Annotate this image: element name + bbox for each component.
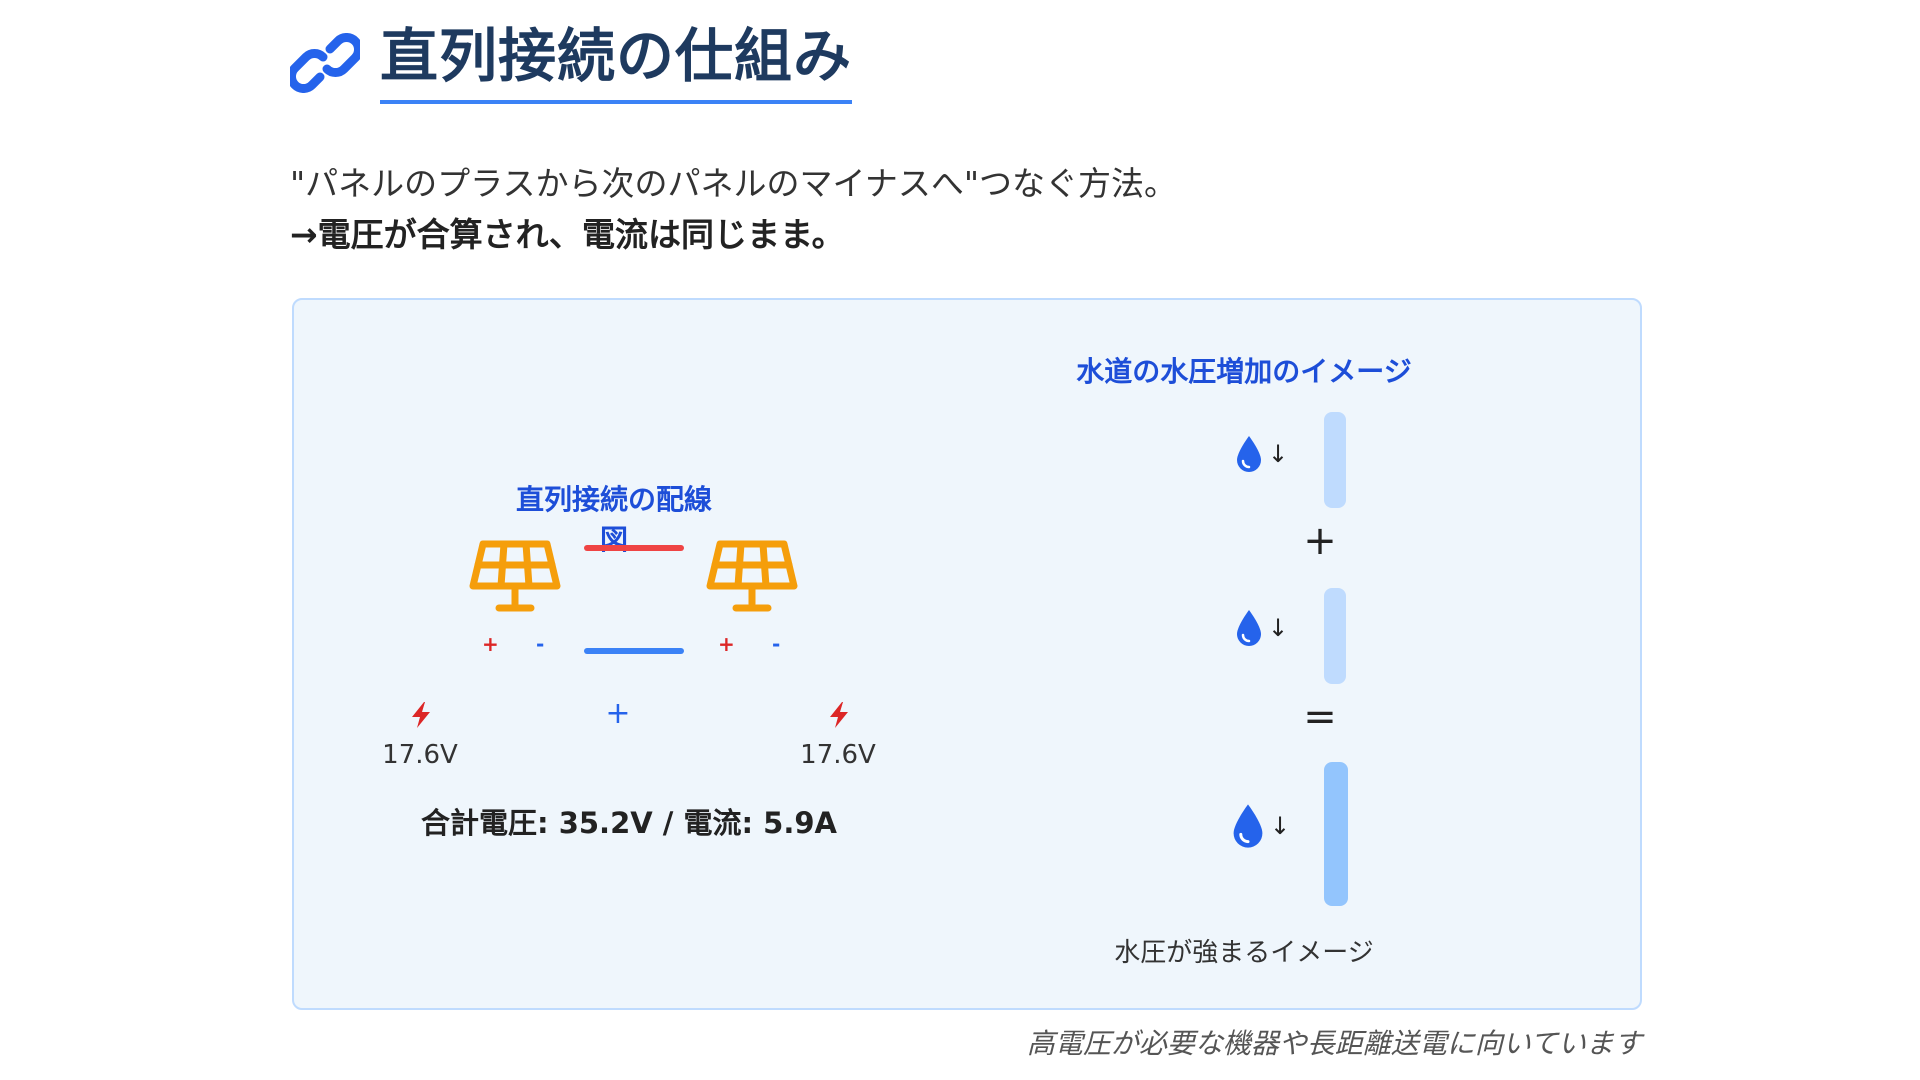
water-drop-icon: [1237, 436, 1261, 472]
panel-1-plus-terminal: +: [482, 632, 499, 656]
solar-panel-icon: [706, 540, 798, 612]
page-header: 直列接続の仕組み: [290, 22, 853, 104]
title-underline: 直列接続の仕組み: [380, 22, 853, 104]
intro-text: "パネルのプラスから次のパネルのマイナスへ"つなぐ方法。 →電圧が合算され、電流…: [290, 158, 1177, 260]
down-arrow-icon: ↓: [1268, 614, 1289, 642]
panel-2-plus-terminal: +: [718, 632, 735, 656]
equals-operator: =: [1303, 694, 1337, 740]
water-analogy-caption: 水圧が強まるイメージ: [1114, 938, 1374, 968]
panel-1-voltage: 17.6V: [382, 740, 458, 770]
plus-operator: +: [1303, 518, 1337, 564]
diagram-card: 直列接続の配線図 + -: [292, 298, 1642, 1010]
intro-line-1: "パネルのプラスから次のパネルのマイナスへ"つなぐ方法。: [290, 164, 1178, 203]
link-icon: [290, 32, 360, 93]
solar-panel-icon: [469, 540, 561, 612]
panel-1-minus-terminal: -: [536, 632, 545, 656]
water-drop-icon: [1233, 804, 1263, 848]
lightning-bolt-icon: [830, 702, 848, 728]
down-arrow-icon: ↓: [1268, 440, 1289, 468]
water-pipe-single: [1324, 412, 1346, 508]
positive-wire: [584, 545, 684, 551]
lightning-bolt-icon: [412, 702, 430, 728]
total-voltage-current: 合計電圧: 35.2V / 電流: 5.9A: [421, 806, 837, 840]
down-arrow-icon: ↓: [1270, 812, 1291, 840]
panel-2-voltage: 17.6V: [800, 740, 876, 770]
water-analogy-title: 水道の水圧増加のイメージ: [1076, 355, 1412, 388]
sum-plus-sign: +: [605, 696, 631, 731]
intro-line-2: →電圧が合算され、電流は同じまま。: [290, 215, 845, 255]
wiring-diagram-title: 直列接続の配線図: [515, 483, 712, 556]
negative-wire: [584, 648, 684, 654]
panel-2-minus-terminal: -: [772, 632, 781, 656]
water-pipe-combined: [1324, 762, 1348, 906]
page-title: 直列接続の仕組み: [380, 22, 853, 90]
water-drop-icon: [1237, 610, 1261, 646]
usage-note: 高電圧が必要な機器や長距離送電に向いています: [1026, 1027, 1642, 1060]
water-pipe-single: [1324, 588, 1346, 684]
